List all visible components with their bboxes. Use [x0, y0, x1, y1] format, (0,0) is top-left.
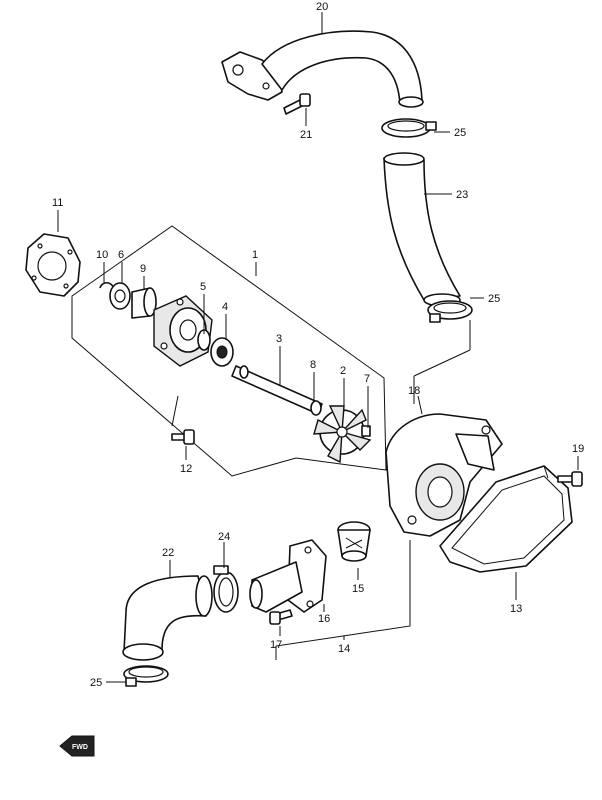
hose-clamp-25-lower [123, 665, 169, 687]
bearing-6 [109, 282, 131, 310]
callout-25-upper: 25 [454, 127, 466, 139]
callout-22: 22 [162, 547, 174, 559]
callout-20: 20 [316, 1, 328, 13]
bolt-21 [283, 93, 311, 115]
callout-10: 10 [96, 249, 108, 261]
lower-hose-22 [122, 575, 213, 661]
bolt-19 [557, 471, 583, 487]
cover-gasket-13 [439, 465, 573, 573]
callout-16: 16 [318, 613, 330, 625]
washer-8 [310, 400, 322, 416]
seal-9 [131, 287, 157, 319]
fwd-label: FWD [72, 744, 88, 751]
callout-14: 14 [338, 643, 350, 655]
bolt-17 [269, 609, 293, 625]
callout-7: 7 [364, 373, 370, 385]
hose-clamp-24 [213, 565, 239, 613]
impeller-2 [313, 405, 372, 464]
thermostat-housing-16 [249, 539, 327, 613]
callout-1: 1 [252, 249, 258, 261]
callout-9: 9 [140, 263, 146, 275]
hose-clamp-25-middle [427, 300, 473, 323]
leader-lines [57, 12, 579, 683]
callout-18: 18 [408, 385, 420, 397]
callout-13: 13 [510, 603, 522, 615]
callout-25-lower: 25 [90, 677, 102, 689]
callout-24: 24 [218, 531, 230, 543]
hose-23 [383, 152, 461, 307]
callout-5: 5 [200, 281, 206, 293]
callout-17: 17 [270, 639, 282, 651]
callout-3: 3 [276, 333, 282, 345]
callout-23: 23 [456, 189, 468, 201]
callout-labels: 20 21 25 23 25 11 1 10 6 9 5 4 3 8 2 7 1… [52, 1, 584, 689]
bolt-12 [171, 429, 195, 445]
forward-direction-badge: FWD [59, 735, 95, 757]
callout-21: 21 [300, 129, 312, 141]
callout-4: 4 [222, 301, 228, 313]
callout-6: 6 [118, 249, 124, 261]
thermostat-15 [337, 521, 371, 562]
mechanical-seal-4 [210, 337, 234, 367]
assembly-bracket-1 [71, 225, 387, 477]
outlet-pipe-20 [221, 30, 424, 108]
callout-11: 11 [52, 197, 63, 209]
callout-12: 12 [180, 463, 192, 475]
hose-clamp-25-upper [381, 118, 437, 138]
callout-8: 8 [310, 359, 316, 371]
pump-housing-core [153, 295, 213, 367]
pump-cover-18 [385, 413, 503, 537]
callout-19: 19 [572, 443, 584, 455]
callout-15: 15 [352, 583, 364, 595]
gasket-11 [25, 233, 81, 297]
callout-25-middle: 25 [488, 293, 500, 305]
pump-shaft-3 [231, 365, 323, 415]
nut-7 [361, 425, 371, 437]
callout-2: 2 [340, 365, 346, 377]
